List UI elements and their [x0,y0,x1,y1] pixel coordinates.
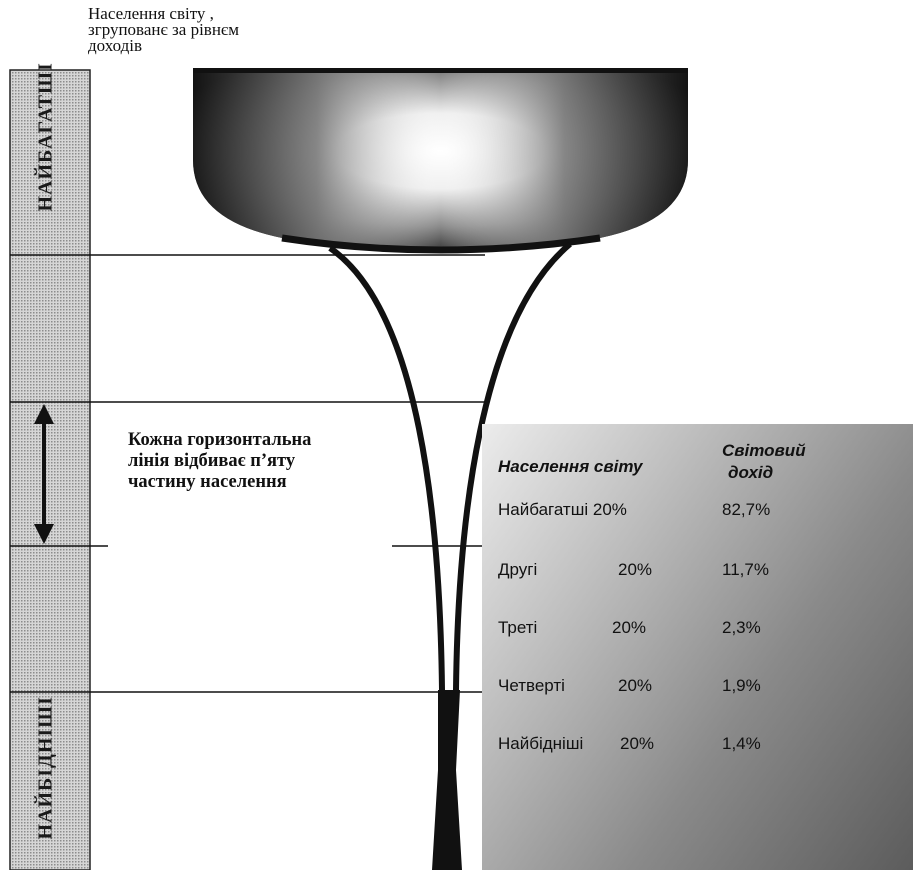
diagram-title: Населення світу , згрупованє за рівнєм д… [88,4,348,55]
row-group: Треті [498,618,538,637]
note-line-1: Кожна горизонтальна [128,430,312,450]
glass-stem [328,241,572,870]
richest-side-label: НАЙБАГАТШІ [34,62,57,212]
poorest-side-label: НАЙБІДНІШІ [34,696,57,840]
row-income: 2,3% [722,618,761,637]
row-share: 20% [618,676,653,695]
income-table-panel: Населення світу Світовий дохід Найбагатш… [482,424,913,870]
row-group: Другі [498,560,538,579]
row-income: 82,7% [722,500,771,519]
table-row: Найбідніші 20% 1,4% [482,734,913,758]
row-share: 20% [620,734,655,753]
double-arrow-icon [34,404,54,544]
title-line-2: згрупованє за рівнєм [88,20,239,39]
title-line-3: доходів [88,36,142,55]
row-income: 11,7% [722,560,769,579]
row-group: Найбагатші 20% [498,500,627,519]
row-share: 20% [612,618,647,637]
table-row: Найбагатші 20% 82,7% [482,500,913,524]
header-income-line-1: Світовий [722,441,806,460]
quintile-note: Кожна горизонтальна лінія відбиває п’яту… [128,430,428,493]
note-line-2: лінія відбиває п’яту [128,451,296,471]
title-line-1: Населення світу , [88,4,214,23]
glass-bowl [193,68,688,254]
note-line-3: частину населення [128,472,287,492]
header-income: Світовий дохід [722,440,806,484]
table-row: Треті 20% 2,3% [482,618,913,642]
row-income: 1,9% [722,676,761,695]
row-income: 1,4% [722,734,761,753]
header-income-line-2: дохід [728,463,774,482]
population-bar [9,69,91,870]
table-row: Четверті 20% 1,9% [482,676,913,700]
header-population: Населення світу [498,457,643,476]
table-row: Другі 20% 11,7% [482,560,913,584]
row-group: Найбідніші [498,734,584,753]
row-share: 20% [618,560,653,579]
row-group: Четверті [498,676,565,695]
